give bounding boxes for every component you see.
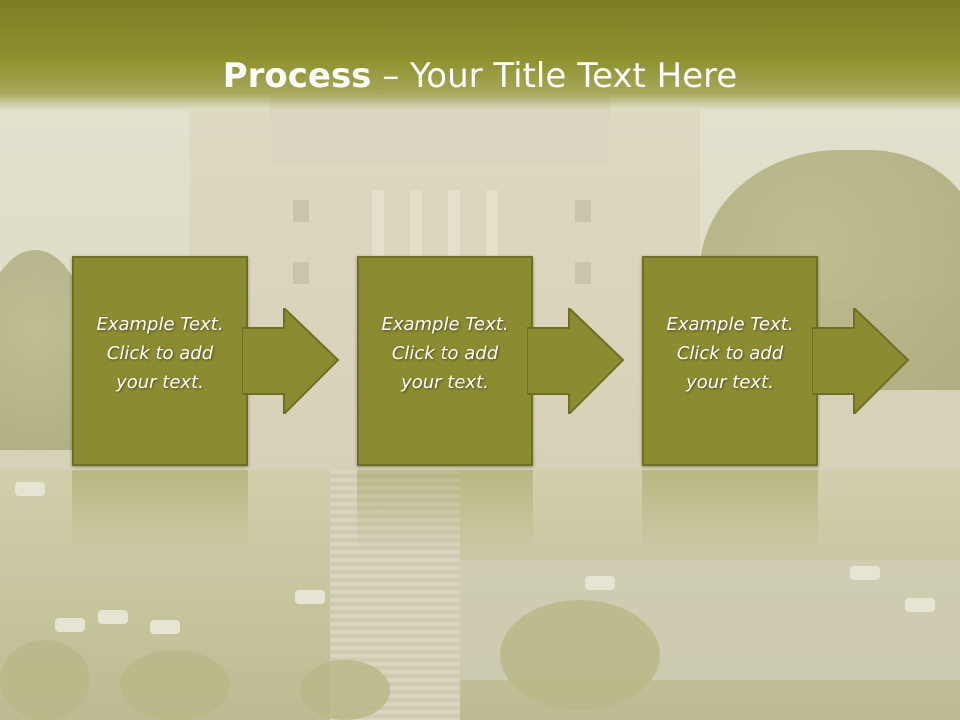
step-reflection: [357, 470, 533, 550]
step-box[interactable]: Example Text. Click to add your text.: [357, 256, 533, 466]
step-text[interactable]: Example Text. Click to add your text.: [74, 310, 246, 397]
title-bold: Process: [222, 56, 372, 96]
car: [55, 618, 85, 632]
step-text-line: Click to add: [676, 343, 784, 364]
process-step-3[interactable]: Example Text. Click to add your text.: [642, 256, 910, 466]
bush: [120, 650, 230, 720]
step-text-line: your text.: [686, 372, 774, 393]
process-step-2[interactable]: Example Text. Click to add your text.: [357, 256, 625, 466]
car: [295, 590, 325, 604]
arrow-right-icon: [812, 308, 910, 414]
step-box[interactable]: Example Text. Click to add your text.: [642, 256, 818, 466]
slide-title[interactable]: Process – Your Title Text Here: [0, 56, 960, 96]
step-text-line: Example Text.: [666, 314, 794, 335]
bush: [300, 660, 390, 720]
car: [150, 620, 180, 634]
title-banner: [0, 0, 960, 110]
step-text-line: Example Text.: [381, 314, 509, 335]
title-rest: – Your Title Text Here: [371, 56, 738, 96]
step-text[interactable]: Example Text. Click to add your text.: [359, 310, 531, 397]
car: [15, 482, 45, 496]
step-text[interactable]: Example Text. Click to add your text.: [644, 310, 816, 397]
car: [850, 566, 880, 580]
bush: [0, 640, 90, 720]
arrow-right-icon: [242, 308, 340, 414]
car: [585, 576, 615, 590]
step-text-line: Example Text.: [96, 314, 224, 335]
step-box[interactable]: Example Text. Click to add your text.: [72, 256, 248, 466]
step-text-line: your text.: [116, 372, 204, 393]
step-reflection: [642, 470, 818, 550]
step-reflection: [72, 470, 248, 550]
window: [293, 200, 309, 222]
step-text-line: your text.: [401, 372, 489, 393]
window: [575, 262, 591, 284]
car: [905, 598, 935, 612]
car: [98, 610, 128, 624]
bush: [500, 600, 660, 710]
step-text-line: Click to add: [106, 343, 214, 364]
window: [575, 200, 591, 222]
step-text-line: Click to add: [391, 343, 499, 364]
arrow-right-icon: [527, 308, 625, 414]
window: [293, 262, 309, 284]
process-step-1[interactable]: Example Text. Click to add your text.: [72, 256, 340, 466]
